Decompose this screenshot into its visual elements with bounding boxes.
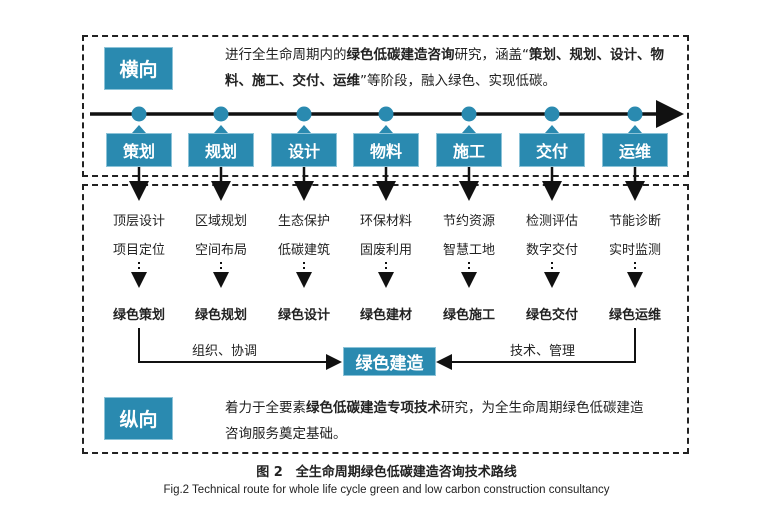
stage-box: 设计 xyxy=(271,133,337,167)
stage-item: 检测评估 xyxy=(525,214,578,229)
stage-item: 数字交付 xyxy=(525,243,578,258)
green-stage: 绿色设计 xyxy=(277,308,330,323)
desc-bold: 策划、规划、设计、物料、施工、交付、运维 xyxy=(225,47,664,89)
right-flow-line xyxy=(436,328,636,370)
desc-bold: 绿色低碳建造专项技术 xyxy=(306,400,441,416)
stage-item: 顶层设计 xyxy=(112,214,165,229)
timeline-dot xyxy=(296,106,312,122)
desc-text: ”等阶段，融入绿色、实现低碳。 xyxy=(360,73,556,89)
desc-text: 研究，为全生命周期绿色低碳建造咨询服务奠定基础。 xyxy=(225,400,644,442)
stage-item: 空间布局 xyxy=(194,243,247,258)
stage-box: 物料 xyxy=(353,133,419,167)
green-construction-box: 绿色建造 xyxy=(343,347,436,376)
stage-item: 低碳建筑 xyxy=(277,243,330,258)
stage-item: 实时监测 xyxy=(608,243,661,258)
caption-cn: 图 2 全生命周期绿色低碳建造咨询技术路线 xyxy=(256,465,517,480)
timeline-dot xyxy=(378,106,394,122)
timeline-dot xyxy=(131,106,147,122)
stage-item: 固废利用 xyxy=(359,243,412,258)
horizontal-label: 横向 xyxy=(104,47,173,90)
green-stage: 绿色建材 xyxy=(359,308,412,323)
stage-item: 生态保护 xyxy=(277,214,330,229)
stage-box: 规划 xyxy=(188,133,254,167)
stage-item: 节能诊断 xyxy=(608,214,661,229)
caption-en: Fig.2 Technical route for whole life cyc… xyxy=(163,484,610,496)
timeline-dot xyxy=(627,106,643,122)
desc-text: 进行全生命周期内的 xyxy=(225,47,347,63)
stage-pointer xyxy=(545,125,559,133)
stage-item: 项目定位 xyxy=(112,243,165,258)
timeline-dot xyxy=(461,106,477,122)
stage-item: 区域规划 xyxy=(194,214,247,229)
green-stage: 绿色策划 xyxy=(112,308,165,323)
timeline-dot xyxy=(544,106,560,122)
green-stage: 绿色交付 xyxy=(525,308,578,323)
right-note: 技术、管理 xyxy=(510,344,576,359)
vertical-label: 纵向 xyxy=(104,397,173,440)
stage-pointer xyxy=(132,125,146,133)
horizontal-description: 进行全生命周期内的绿色低碳建造咨询研究，涵盖“策划、规划、设计、物料、施工、交付… xyxy=(225,42,665,94)
desc-text: 着力于全要素 xyxy=(225,400,306,416)
left-flow-line xyxy=(138,328,342,370)
stage-pointer xyxy=(297,125,311,133)
stage-pointer xyxy=(628,125,642,133)
left-note: 组织、协调 xyxy=(192,344,258,359)
vertical-description: 着力于全要素绿色低碳建造专项技术研究，为全生命周期绿色低碳建造咨询服务奠定基础。 xyxy=(225,395,655,447)
desc-bold: 绿色低碳建造咨询 xyxy=(346,47,455,63)
green-stage: 绿色施工 xyxy=(442,308,495,323)
stage-item: 节约资源 xyxy=(442,214,495,229)
stage-pointer xyxy=(462,125,476,133)
green-stage: 绿色运维 xyxy=(608,308,661,323)
stage-box: 策划 xyxy=(106,133,172,167)
timeline-dot xyxy=(213,106,229,122)
stage-box: 施工 xyxy=(436,133,502,167)
stage-item: 环保材料 xyxy=(359,214,412,229)
stage-box: 运维 xyxy=(602,133,668,167)
desc-text: 研究，涵盖“ xyxy=(454,47,530,63)
green-stage: 绿色规划 xyxy=(194,308,247,323)
stage-box: 交付 xyxy=(519,133,585,167)
stage-pointer xyxy=(379,125,393,133)
stage-pointer xyxy=(214,125,228,133)
stage-item: 智慧工地 xyxy=(442,243,495,258)
